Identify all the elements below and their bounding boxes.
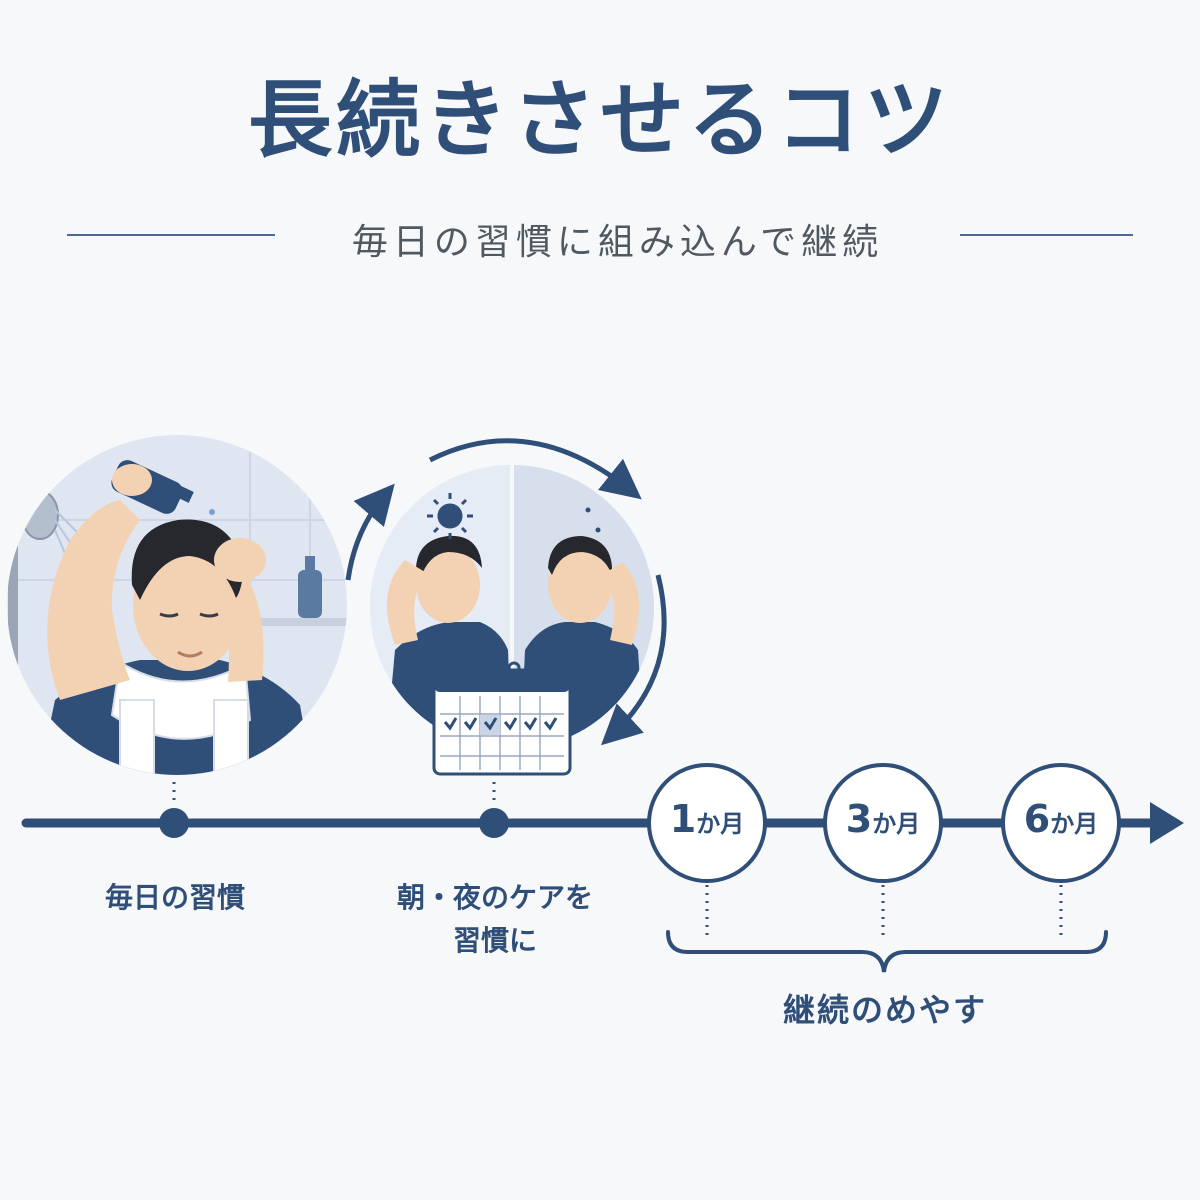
milestone-brace <box>666 930 1108 973</box>
milestone-caption: 継続のめやす <box>782 991 987 1029</box>
bottle-icon <box>298 570 322 618</box>
subtitle-divider-left <box>67 234 275 236</box>
step-dot-daily <box>159 808 189 838</box>
step-dot-care <box>479 808 509 838</box>
sun-icon <box>427 493 473 539</box>
calendar-icon <box>432 661 572 776</box>
page-title: 長続きさせるコツ <box>247 71 952 169</box>
subtitle-row: 毎日の習慣に組み込んで継続 <box>0 205 1200 265</box>
step-label-care-line2: 習慣に <box>452 924 537 958</box>
milestone-circle-6 <box>1001 763 1121 883</box>
milestone-circle-1 <box>647 763 767 883</box>
step-label-care: 朝・夜のケアを 習慣に <box>360 876 630 963</box>
cycle-arrow-right-icon <box>601 574 667 746</box>
milestone-number: 6 <box>1023 797 1051 841</box>
milestone-6: 6か月 <box>1003 797 1119 841</box>
page-subtitle: 毎日の習慣に組み込んで継続 <box>351 222 884 263</box>
step-label-daily: 毎日の習慣 <box>104 881 245 914</box>
milestone-unit: か月 <box>696 810 745 838</box>
milestone-unit: か月 <box>872 810 921 838</box>
milestone-3: 3か月 <box>825 797 941 841</box>
milestone-unit: か月 <box>1050 810 1099 838</box>
cycle-arrow-left-icon <box>345 483 395 581</box>
moon-icon <box>555 500 601 533</box>
milestone-circle-3 <box>823 763 943 883</box>
milestone-number: 1 <box>669 797 697 841</box>
step-label-care-line1: 朝・夜のケアを <box>396 881 593 914</box>
subtitle-divider-right <box>960 234 1133 236</box>
milestone-number: 3 <box>845 797 873 841</box>
cycle-arrows <box>345 438 667 746</box>
daily-habit-illustration <box>7 435 347 775</box>
morning-night-illustration <box>370 465 654 776</box>
cycle-arrow-top-icon <box>428 438 642 500</box>
dotted-connectors <box>172 782 1063 935</box>
milestone-1: 1か月 <box>649 797 765 841</box>
timeline-arrow-icon <box>1150 802 1184 844</box>
check-marks <box>443 717 558 731</box>
